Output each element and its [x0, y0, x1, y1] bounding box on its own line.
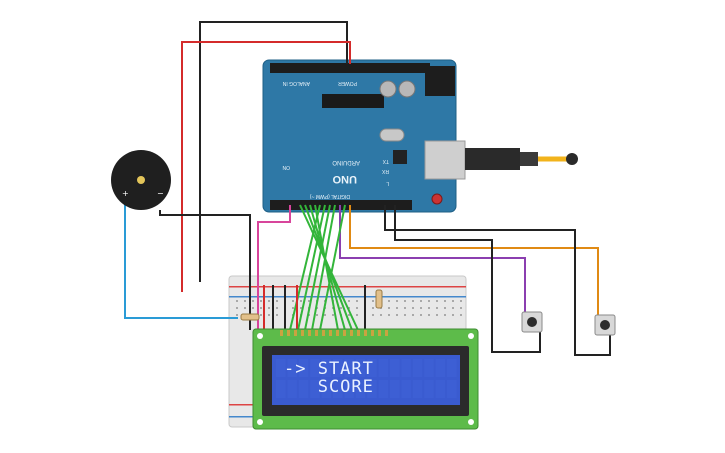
- lcd-line-1: -> START: [284, 359, 374, 379]
- piezo-buzzer[interactable]: + −: [111, 150, 171, 210]
- buzzer-minus-label: −: [157, 189, 164, 198]
- top-header-strip: [270, 63, 430, 73]
- arduino-brand-label: ARDUINO: [332, 159, 360, 165]
- usb-port: [424, 140, 466, 180]
- arduino-board[interactable]: UNO ARDUINO ANALOG IN POWER DIGITAL (PWM…: [262, 59, 466, 213]
- lcd-line-2: SCORE: [284, 377, 374, 397]
- resistor-lcd: [375, 289, 383, 309]
- l-led-label: L: [386, 180, 389, 186]
- push-button-2[interactable]: [594, 314, 616, 336]
- capacitor-2: [398, 80, 416, 98]
- buzzer-plus-label: +: [122, 189, 129, 198]
- push-button-1[interactable]: [521, 311, 543, 333]
- tx-label: TX: [382, 158, 389, 164]
- digital-label: DIGITAL (PWM ~): [310, 193, 350, 199]
- black-wire-button1: [394, 205, 541, 353]
- usb-cable: [465, 148, 578, 170]
- analog-label: ANALOG IN: [282, 80, 310, 86]
- lcd-screen: [272, 355, 460, 405]
- red-wire-5v: [181, 41, 351, 292]
- lcd-module[interactable]: [252, 328, 479, 430]
- orange-wire-button2: [349, 205, 599, 318]
- black-wire-button2: [384, 205, 611, 356]
- power-jack: [425, 66, 455, 96]
- on-led-label: ON: [282, 164, 290, 170]
- reset-button: [431, 193, 443, 205]
- rx-label: RX: [381, 168, 389, 174]
- arduino-uno-logo: UNO: [332, 173, 357, 185]
- green-lcd-wires: [289, 204, 359, 331]
- usb-chip: [393, 150, 407, 164]
- atmega-chip: [322, 94, 384, 108]
- wires: [124, 21, 611, 356]
- blue-wire-buzzer: [124, 200, 238, 319]
- capacitor: [379, 80, 397, 98]
- crystal: [379, 128, 405, 142]
- power-label: POWER: [338, 80, 357, 86]
- pink-wire: [257, 205, 291, 330]
- black-wire-buzzer: [159, 210, 251, 330]
- resistors: [240, 289, 383, 321]
- resistor-buzzer: [240, 313, 260, 321]
